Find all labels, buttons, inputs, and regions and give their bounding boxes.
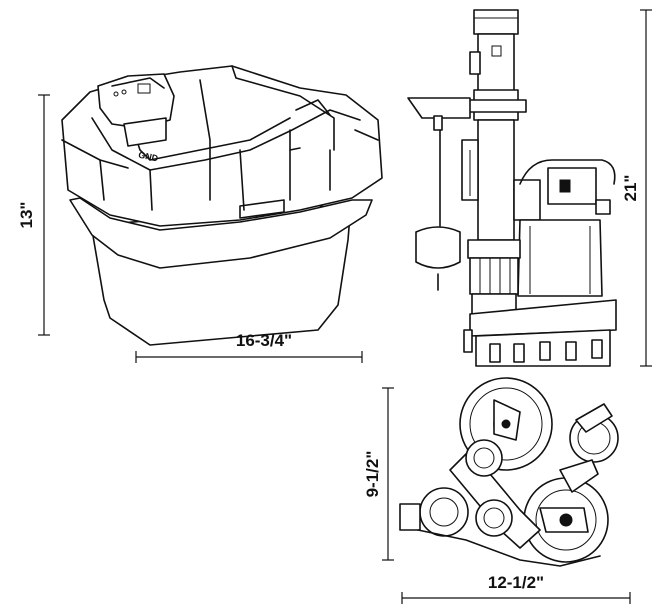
battery-width-label: 16-3/4": [236, 331, 292, 350]
top-depth-dimension: 9-1/2": [363, 387, 394, 561]
top-depth-label: 9-1/2": [363, 451, 382, 498]
top-width-label: 12-1/2": [488, 573, 544, 592]
battery-height-label: 13": [17, 202, 36, 229]
battery-height-dimension: 13": [17, 94, 50, 336]
sump-pump-side-drawing: [407, 9, 617, 367]
battery-width-dimension: 16-3/4": [135, 331, 363, 363]
gnd-label: GND: [137, 150, 159, 164]
battery-box-drawing: GND: [61, 65, 383, 346]
pump-height-dimension: 21": [621, 9, 652, 367]
sump-pump-top-drawing: [399, 377, 619, 567]
pump-height-label: 21": [621, 175, 640, 202]
top-width-dimension: 12-1/2": [401, 573, 631, 604]
